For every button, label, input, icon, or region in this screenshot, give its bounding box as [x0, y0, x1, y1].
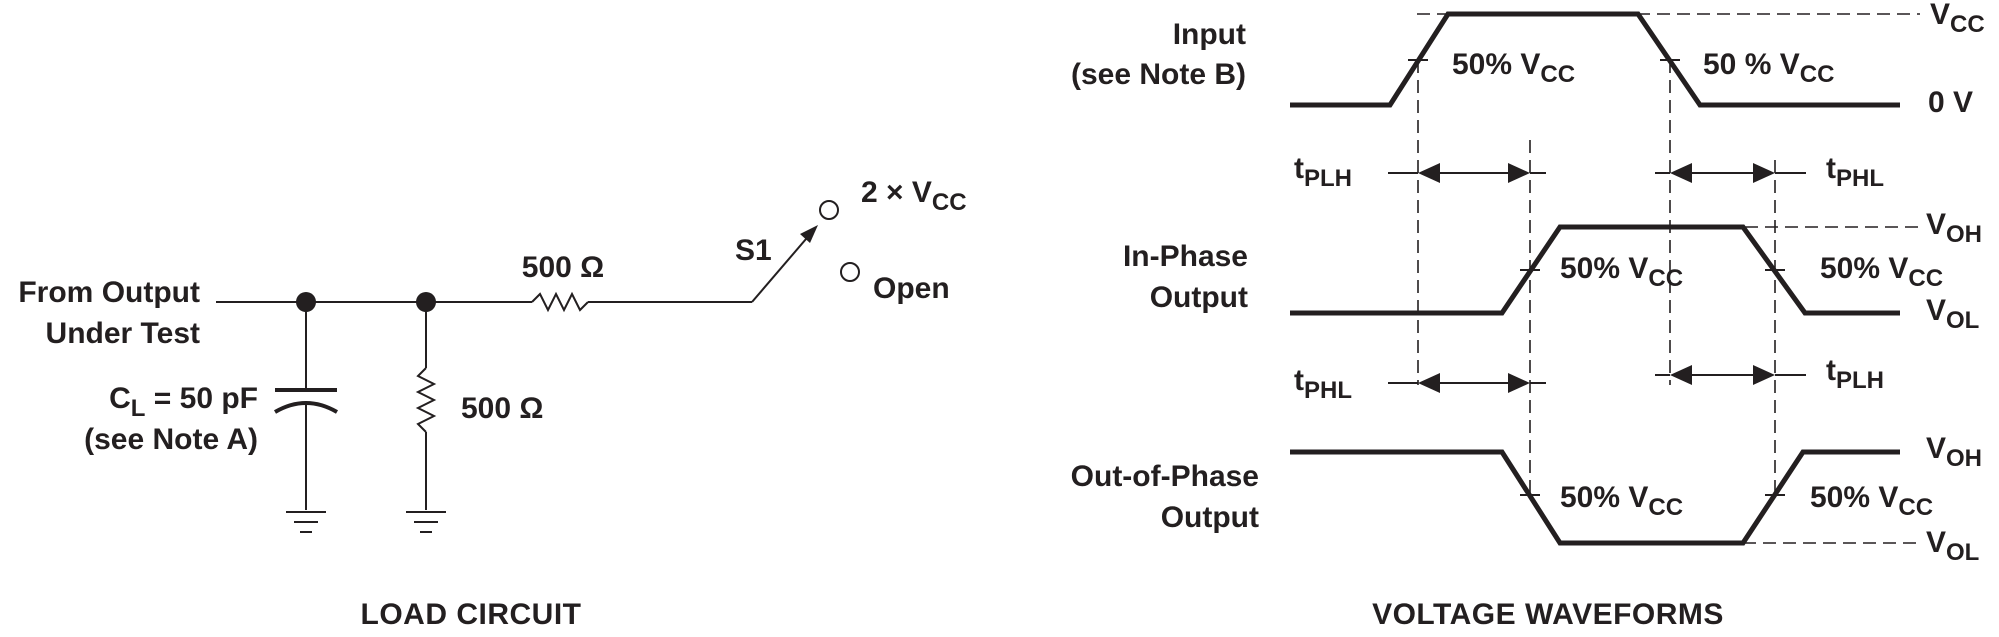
- switch-2vcc-label: 2 × VCC: [861, 176, 967, 216]
- switch-label: S1: [735, 234, 772, 267]
- shunt-resistor-label: 500 Ω: [461, 392, 543, 425]
- out-of-phase-output-label: Output: [1161, 501, 1259, 534]
- under-test-label: Under Test: [46, 317, 200, 350]
- in-phase-label: In-Phase: [1123, 240, 1248, 273]
- capacitor-value-label: CL = 50 pF: [109, 382, 258, 422]
- input-waveform: [1290, 11, 1900, 108]
- tplh-label: tPLH: [1826, 354, 1884, 394]
- switch-terminal-open: [840, 262, 860, 282]
- series-resistor: [531, 291, 589, 313]
- tplh-arrow-1: [1388, 163, 1546, 183]
- voh-label: VOH: [1926, 208, 1982, 248]
- from-output-label: From Output: [18, 276, 200, 309]
- tphl-arrow-1: [1655, 163, 1806, 183]
- switch-terminal-2vcc: [819, 200, 839, 220]
- tphl-arrow-2: [1388, 373, 1546, 393]
- load-circuit-caption: LOAD CIRCUIT: [361, 598, 582, 631]
- vol-label: VOL: [1926, 294, 1979, 334]
- input-note-label: (see Note B): [1071, 58, 1246, 91]
- voh-label: VOH: [1926, 432, 1982, 472]
- out-phase-rise-50-label: 50% VCC: [1810, 481, 1933, 521]
- in-phase-rise-50-label: 50% VCC: [1560, 252, 1683, 292]
- zero-volt-label: 0 V: [1928, 86, 1973, 119]
- in-phase-output-label: Output: [1150, 281, 1248, 314]
- switch-blade: [751, 231, 813, 303]
- load-circuit: From Output Under Test CL = 50 pF (see N…: [18, 176, 966, 631]
- voltage-waveforms: Input (see Note B) In-Phase Output Out-o…: [1071, 0, 1985, 631]
- input-fall-50-label: 50 % VCC: [1703, 48, 1834, 88]
- shunt-resistor: [415, 367, 437, 433]
- tplh-arrow-2: [1655, 365, 1806, 385]
- switch-open-label: Open: [873, 272, 950, 305]
- out-of-phase-label: Out-of-Phase: [1071, 460, 1259, 493]
- vcc-level-label: VCC: [1930, 0, 1985, 38]
- out-phase-fall-50-label: 50% VCC: [1560, 481, 1683, 521]
- switch-arrowhead: [800, 225, 818, 243]
- tphl-label: tPHL: [1294, 364, 1352, 404]
- midpoint-ticks: [1408, 59, 1785, 496]
- vol-label: VOL: [1926, 526, 1979, 566]
- capacitor-note-label: (see Note A): [84, 423, 258, 456]
- out-of-phase-waveform: [1290, 449, 1900, 546]
- input-label: Input: [1173, 18, 1246, 51]
- input-rise-50-label: 50% VCC: [1452, 48, 1575, 88]
- voltage-waveforms-caption: VOLTAGE WAVEFORMS: [1372, 598, 1724, 631]
- tphl-label: tPHL: [1826, 152, 1884, 192]
- in-phase-fall-50-label: 50% VCC: [1820, 252, 1943, 292]
- series-resistor-label: 500 Ω: [522, 251, 604, 284]
- in-phase-waveform: [1290, 224, 1900, 316]
- tplh-label: tPLH: [1294, 152, 1352, 192]
